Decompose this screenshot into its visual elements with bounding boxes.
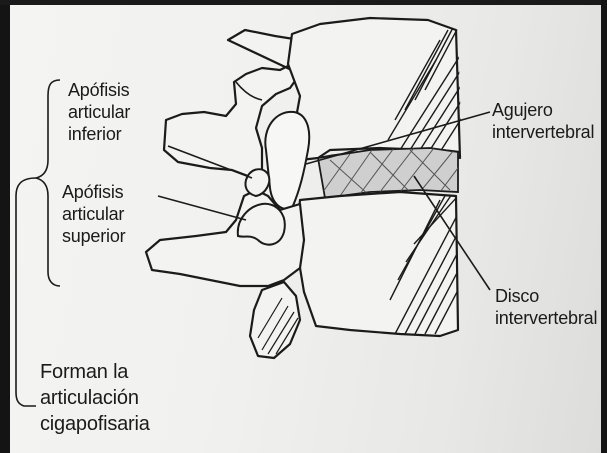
frame-left-edge [0, 0, 10, 453]
upper-vertebral-body [288, 18, 460, 160]
intervertebral-foramen [265, 112, 309, 209]
label-line: Agujero [492, 99, 594, 121]
label-line: Forman la [40, 359, 150, 385]
label-line: superior [62, 225, 125, 247]
frame-top-edge [0, 0, 607, 5]
label-line: Apófisis [62, 181, 125, 203]
label-line: articular [68, 101, 130, 123]
frame-right-edge [601, 0, 607, 453]
label-line: inferior [68, 123, 130, 145]
leader-superior [158, 196, 246, 220]
label-agujero-intervertebral: Agujero intervertebral [492, 99, 594, 143]
label-apofisis-articular-inferior: Apófisis articular inferior [68, 79, 130, 145]
label-line: articular [62, 203, 125, 225]
label-braces [16, 80, 60, 406]
label-line: intervertebral [495, 307, 597, 329]
label-line: articulación [40, 385, 150, 411]
label-disco-intervertebral: Disco intervertebral [495, 285, 597, 329]
label-line: Apófisis [68, 79, 130, 101]
brace-forman [16, 178, 36, 406]
label-line: intervertebral [492, 121, 594, 143]
label-line: cigapofisaria [40, 411, 150, 437]
label-line: Disco [495, 285, 597, 307]
brace-inferior-superior [36, 80, 60, 286]
inferior-process-tip [245, 169, 269, 196]
lower-spinous-process [250, 282, 300, 358]
label-forman-articulacion: Forman la articulación cigapofisaria [40, 359, 150, 437]
lower-vertebra [146, 190, 458, 358]
label-apofisis-articular-superior: Apófisis articular superior [62, 181, 125, 247]
